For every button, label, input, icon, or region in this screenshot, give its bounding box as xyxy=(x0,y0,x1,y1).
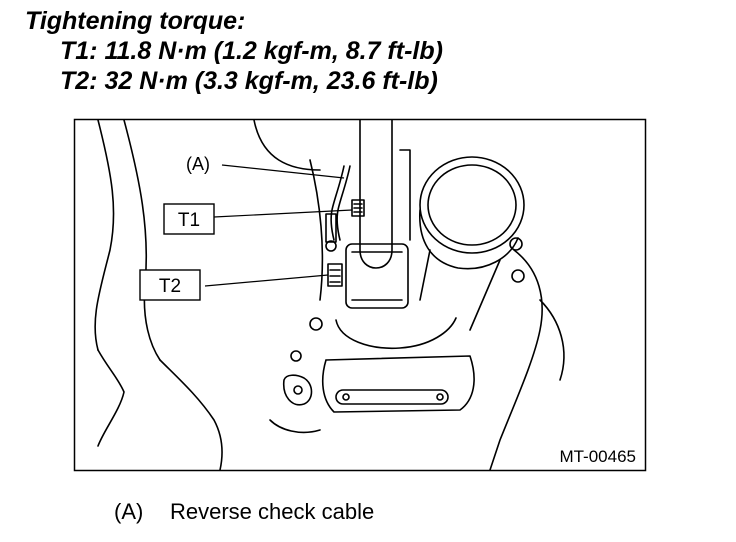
callout-t2-box xyxy=(139,269,201,301)
figure-id: MT-00465 xyxy=(559,447,636,466)
line-art xyxy=(94,119,565,471)
legend-caption: (A) Reverse check cable xyxy=(114,499,374,525)
leader-lines xyxy=(204,164,353,287)
legend-key: (A) xyxy=(114,499,144,524)
torque-t1-spec: T1: 11.8 N·m (1.2 kgf-m, 8.7 ft-lb) xyxy=(60,37,443,65)
torque-spec-block: Tightening torque: T1: 11.8 N·m (1.2 kgf… xyxy=(25,6,443,96)
callout-t1-box xyxy=(163,203,215,235)
torque-t2-spec: T2: 32 N·m (3.3 kgf-m, 23.6 ft-lb) xyxy=(60,67,438,95)
legend-text: Reverse check cable xyxy=(170,499,375,524)
torque-title: Tightening torque: xyxy=(25,7,246,35)
callout-t1-label: T1 xyxy=(178,210,200,231)
callout-a-label: (A) xyxy=(186,154,210,174)
callout-t2-label: T2 xyxy=(159,276,181,297)
